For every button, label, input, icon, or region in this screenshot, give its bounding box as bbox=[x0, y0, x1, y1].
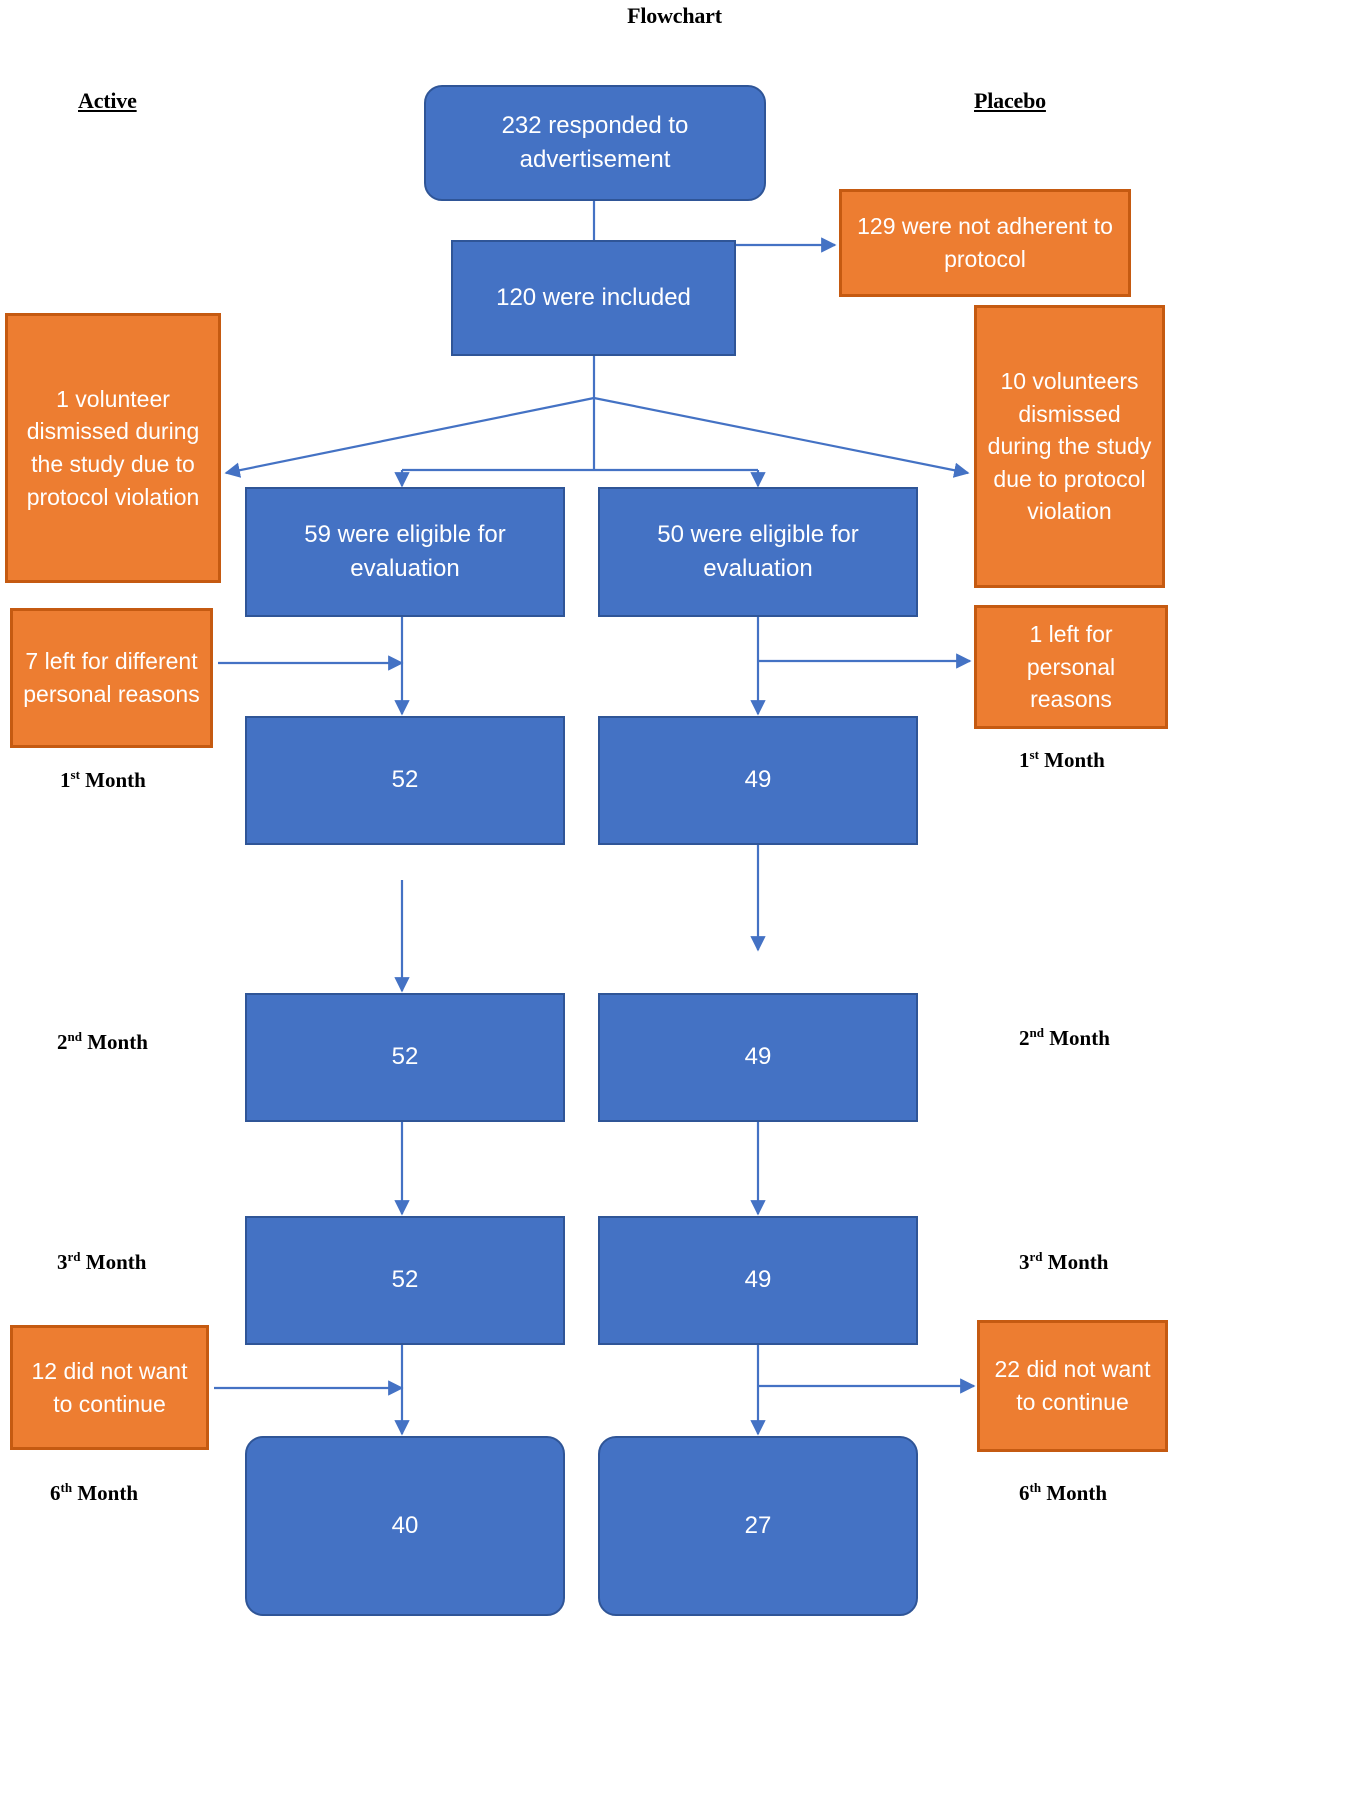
node-1-volunteer-dismissed[interactable]: 1 volunteer dismissed during the study d… bbox=[5, 313, 221, 583]
node-active-month1-count[interactable]: 52 bbox=[245, 716, 565, 845]
node-placebo-month2-count[interactable]: 49 bbox=[598, 993, 918, 1122]
month-ord: nd bbox=[67, 1029, 82, 1044]
month-num: 3 bbox=[1019, 1250, 1030, 1274]
month-label-placebo-1: 1st Month bbox=[1019, 748, 1105, 773]
month-label-placebo-2: 2nd Month bbox=[1019, 1026, 1110, 1051]
month-label-active-2: 2nd Month bbox=[57, 1030, 148, 1055]
node-50-eligible-for-evaluation[interactable]: 50 were eligible for evaluation bbox=[598, 487, 918, 617]
node-active-month6-count[interactable]: 40 bbox=[245, 1436, 565, 1616]
month-num: 2 bbox=[1019, 1026, 1030, 1050]
month-num: 3 bbox=[57, 1250, 68, 1274]
node-active-month2-count[interactable]: 52 bbox=[245, 993, 565, 1122]
column-header-placebo: Placebo bbox=[974, 88, 1046, 113]
month-ord: th bbox=[1029, 1480, 1042, 1495]
column-header-active: Active bbox=[78, 88, 137, 113]
node-placebo-month6-count[interactable]: 27 bbox=[598, 1436, 918, 1616]
node-59-eligible-for-evaluation[interactable]: 59 were eligible for evaluation bbox=[245, 487, 565, 617]
node-1-left-personal-reasons[interactable]: 1 left for personal reasons bbox=[974, 605, 1168, 729]
node-12-did-not-want-to-continue[interactable]: 12 did not want to continue bbox=[10, 1325, 209, 1450]
month-word: Month bbox=[79, 768, 146, 792]
month-word: Month bbox=[81, 1030, 148, 1054]
month-word: Month bbox=[72, 1481, 139, 1505]
edge-included-to-left-dismissed bbox=[224, 396, 595, 478]
month-ord: st bbox=[70, 767, 80, 782]
month-word: Month bbox=[1043, 1026, 1110, 1050]
node-129-not-adherent[interactable]: 129 were not adherent to protocol bbox=[839, 189, 1131, 297]
month-num: 6 bbox=[50, 1481, 61, 1505]
month-label-placebo-3: 3rd Month bbox=[1019, 1250, 1108, 1275]
month-label-placebo-6: 6th Month bbox=[1019, 1481, 1107, 1506]
edge-included-to-right-dismissed bbox=[593, 396, 970, 478]
node-responded-to-advertisement[interactable]: 232 responded to advertisement bbox=[424, 85, 766, 201]
month-num: 6 bbox=[1019, 1481, 1030, 1505]
node-active-month3-count[interactable]: 52 bbox=[245, 1216, 565, 1345]
node-7-left-personal-reasons[interactable]: 7 left for different personal reasons bbox=[10, 608, 213, 748]
month-ord: th bbox=[60, 1480, 73, 1495]
month-ord: rd bbox=[1029, 1249, 1043, 1264]
node-120-were-included[interactable]: 120 were included bbox=[451, 240, 736, 356]
node-placebo-month3-count[interactable]: 49 bbox=[598, 1216, 918, 1345]
node-10-volunteers-dismissed[interactable]: 10 volunteers dismissed during the study… bbox=[974, 305, 1165, 588]
month-num: 2 bbox=[57, 1030, 68, 1054]
node-22-did-not-want-to-continue[interactable]: 22 did not want to continue bbox=[977, 1320, 1168, 1452]
month-num: 1 bbox=[1019, 748, 1030, 772]
month-ord: nd bbox=[1029, 1025, 1044, 1040]
month-ord: rd bbox=[67, 1249, 81, 1264]
month-num: 1 bbox=[60, 768, 71, 792]
month-label-active-6: 6th Month bbox=[50, 1481, 138, 1506]
node-placebo-month1-count[interactable]: 49 bbox=[598, 716, 918, 845]
month-word: Month bbox=[1042, 1250, 1109, 1274]
month-word: Month bbox=[1038, 748, 1105, 772]
month-label-active-1: 1st Month bbox=[60, 768, 146, 793]
month-label-active-3: 3rd Month bbox=[57, 1250, 146, 1275]
month-word: Month bbox=[80, 1250, 147, 1274]
month-word: Month bbox=[1041, 1481, 1108, 1505]
page-title: Flowchart bbox=[627, 3, 722, 28]
month-ord: st bbox=[1029, 747, 1039, 762]
